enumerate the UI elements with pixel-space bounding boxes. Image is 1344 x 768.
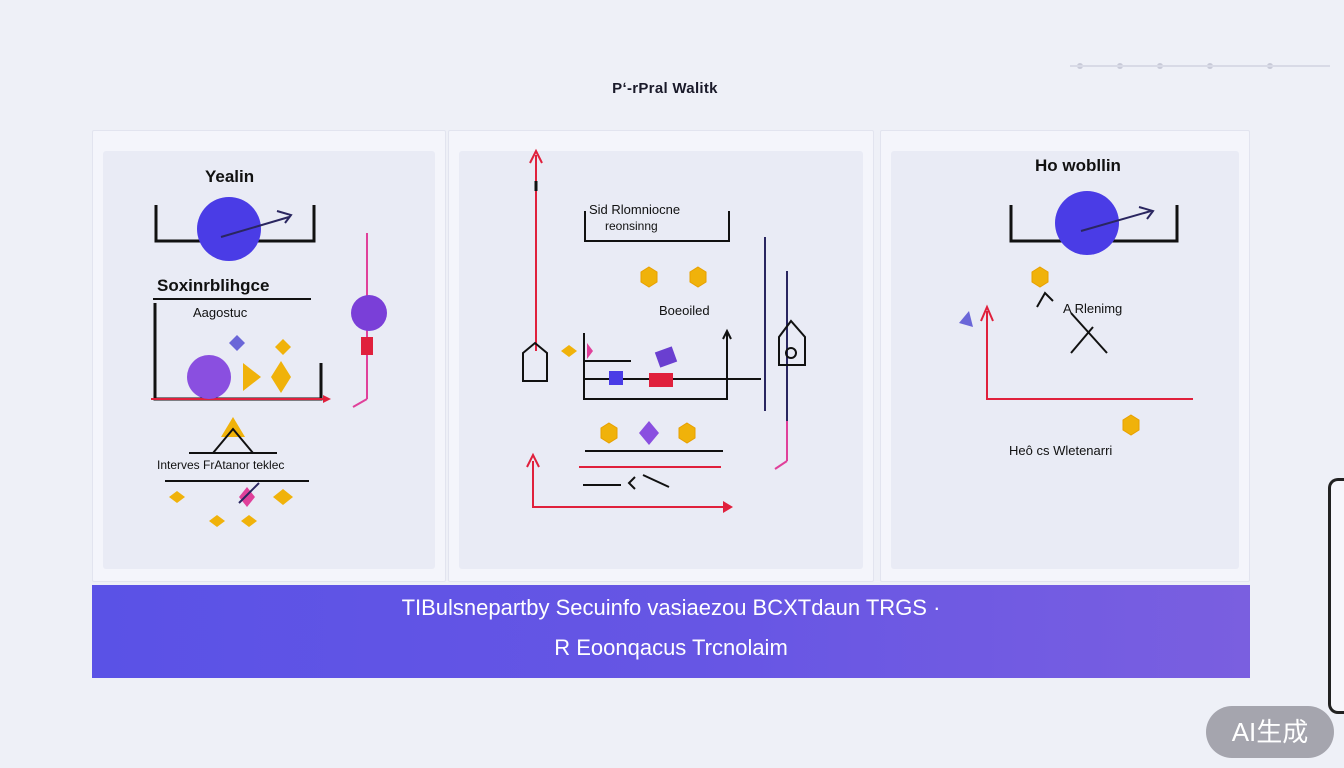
- arrow-icon: [276, 210, 293, 224]
- blue-circle-right: [1055, 191, 1119, 255]
- red-corner-axis: [532, 461, 731, 508]
- middle-box-label-1: Sid Rlomniocne: [589, 202, 681, 217]
- panel-middle-figure: [522, 148, 806, 513]
- panel-right-figure: [959, 191, 1193, 436]
- panel-right-bottom-label: Heô cs Wletenarri: [1009, 443, 1113, 458]
- side-frame-edge: [1328, 478, 1344, 714]
- red-block: [649, 373, 673, 387]
- panel-left: Yealin Soxinrblihgce Aagostuc Interves F…: [92, 130, 446, 582]
- red-axis-right: [986, 311, 1193, 400]
- arrow-a-icon: [1036, 291, 1054, 308]
- gold-diamond: [271, 361, 291, 393]
- purple-square: [654, 346, 678, 368]
- blue-circle: [197, 197, 261, 261]
- gold-hex-1: [640, 266, 658, 288]
- house-icon: [522, 341, 548, 382]
- panel-middle: Sid Rlomniocne reonsinng Boeoiled: [448, 130, 874, 582]
- gold-hex-right: [1031, 266, 1049, 288]
- gold-hex-3: [600, 422, 618, 444]
- page-title: Pʻ-rPral Walitk: [612, 80, 718, 97]
- gold-triangle-bottom: [221, 417, 245, 437]
- gold-triangle: [243, 363, 261, 391]
- bracket-middle: [583, 333, 728, 400]
- middle-box-label-2: reonsinng: [605, 219, 658, 233]
- panel-left-bottom-label: Interves FrAtanor teklec: [157, 458, 285, 472]
- purple-node: [351, 295, 387, 331]
- label-box-bracket: [584, 211, 730, 242]
- panel-right: Ho wobllin A Rlenimg Heô cs Wletenarri: [880, 130, 1250, 582]
- purple-diamond: [639, 421, 659, 445]
- panel-left-inner: [103, 151, 435, 569]
- gold-diamond-small: [275, 339, 291, 355]
- banner-line-1: TIBulsnepartby Secuinfo vasiaezou BCXTda…: [401, 595, 941, 620]
- red-marker: [361, 337, 373, 355]
- gold-hex-4: [678, 422, 696, 444]
- purple-circle: [187, 355, 231, 399]
- target-icon: [778, 319, 806, 366]
- panel-left-title: Yealin: [205, 167, 255, 186]
- caption-banner: TIBulsnepartby Secuinfo vasiaezou BCXTda…: [92, 585, 1250, 678]
- panel-right-title: Ho wobllin: [1035, 156, 1121, 175]
- panel-left-section-label: Soxinrblihgce: [157, 276, 270, 295]
- panel-left-sub-label: Aagostuc: [193, 305, 248, 320]
- middle-mid-label: Boeoiled: [659, 303, 710, 318]
- banner-line-2: R Eoonqacus Trcnolaim: [554, 635, 788, 660]
- panel-left-figure: [151, 197, 387, 527]
- gold-hex-2: [689, 266, 707, 288]
- diagram-stage: Yealin Soxinrblihgce Aagostuc Interves F…: [92, 130, 1250, 680]
- decorative-dots: [1070, 63, 1330, 69]
- blue-diamond: [229, 335, 245, 351]
- panel-right-side-label: A Rlenimg: [1063, 301, 1123, 316]
- ai-generated-watermark: AI生成: [1206, 706, 1334, 758]
